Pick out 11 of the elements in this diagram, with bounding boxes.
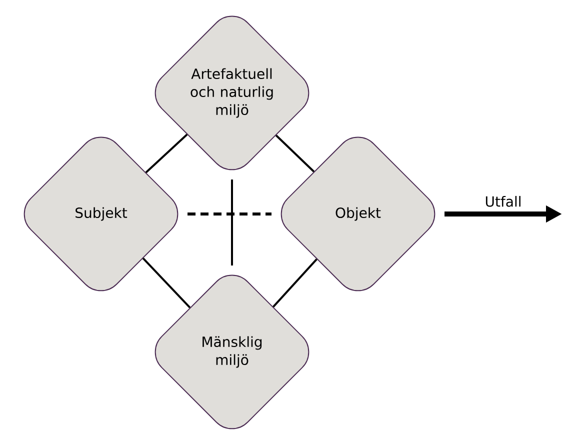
diamond-box: Artefaktuell och naturlig miljö: [154, 16, 310, 170]
connector-line: [145, 134, 188, 174]
connector-line: [275, 134, 315, 172]
dashed-line: [188, 212, 272, 216]
diamond-box: Subjekt: [24, 136, 178, 292]
edge-label: Utfall: [484, 194, 523, 208]
connector-line: [142, 258, 191, 308]
diamond-box: Mänsklig miljö: [154, 274, 310, 430]
connector-line: [231, 180, 233, 266]
diamond-box: Objekt: [280, 136, 436, 292]
connector-line: [272, 258, 318, 308]
